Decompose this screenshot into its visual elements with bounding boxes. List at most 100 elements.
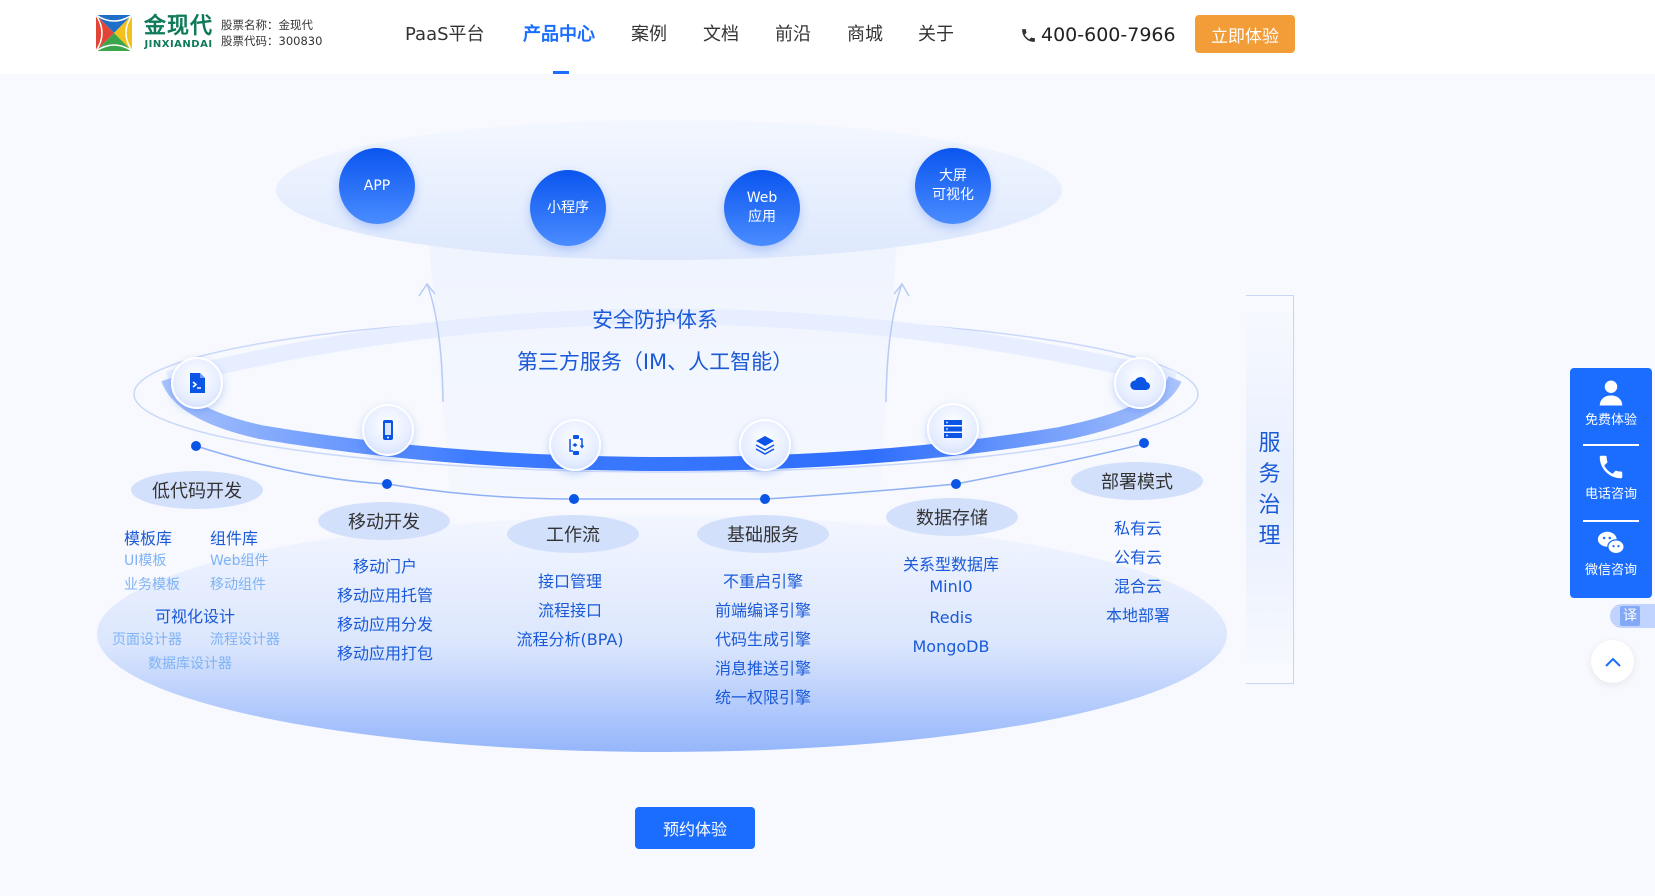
channel-mini-program[interactable]: 小程序 [530,170,606,246]
nav-cases[interactable]: 案例 [631,24,667,45]
list-item[interactable]: 前端编译引擎 [714,601,811,620]
list-item[interactable]: 混合云 [1113,577,1162,596]
page-designer[interactable]: 页面设计器 [112,632,182,648]
list-item[interactable]: 消息推送引擎 [714,659,811,678]
phone-number: 400-600-7966 [1041,24,1176,46]
layers-icon [755,436,775,455]
connector-dot [951,479,961,489]
list-item[interactable]: MongoDB [912,637,990,656]
governance-char: 理 [1258,523,1281,549]
brand-cn: 金现代 [144,14,214,39]
logo[interactable]: 金现代 JINXIANDAI 股票名称：金现代 股票代码：300830 [94,13,322,53]
channel-big-screen-line1: 大屏 [939,168,967,184]
module-base-service[interactable]: 基础服务 [697,515,829,553]
phone-consult-label: 电话咨询 [1584,487,1637,502]
nav-mall[interactable]: 商城 [847,24,883,45]
phone-icon [1599,455,1623,479]
phone-consult-button[interactable]: 电话咨询 [1570,452,1652,503]
template-lib[interactable]: 模板库 [124,529,173,548]
component-lib[interactable]: 组件库 [210,529,259,548]
list-item[interactable]: 私有云 [1113,519,1162,538]
module-deploy[interactable]: 部署模式 [1071,462,1203,500]
module-storage[interactable]: 数据存储 [886,498,1018,536]
channel-web[interactable]: Web 应用 [724,170,800,246]
cloud-icon [1130,376,1151,391]
try-now-button[interactable]: 立即体验 [1195,15,1295,53]
translate-label: 译 [1620,606,1640,626]
list-item[interactable]: 流程接口 [537,601,602,620]
translate-button[interactable]: 译 [1610,604,1655,628]
sidebar-divider [1583,520,1639,522]
logo-mark-icon [95,14,133,52]
list-item[interactable]: 移动门户 [352,557,417,576]
ring-back [166,308,1177,387]
list-item[interactable]: 关系型数据库 [902,555,999,574]
chevron-up-icon [1604,657,1621,667]
nav-frontier[interactable]: 前沿 [775,24,811,45]
wechat-consult-button[interactable]: 微信咨询 [1570,528,1652,579]
list-item[interactable]: 公有云 [1113,548,1162,567]
db-designer[interactable]: 数据库设计器 [148,656,232,672]
base-service-items: 不重启引擎 前端编译引擎 代码生成引擎 消息推送引擎 统一权限引擎 [698,568,828,713]
free-trial-button[interactable]: 免费体验 [1570,378,1652,429]
web-component[interactable]: Web组件 [210,553,269,569]
third-party-services-label: 第三方服务（IM、人工智能） [516,350,794,374]
channel-web-line1: Web [746,190,778,206]
connector-dot [191,441,201,451]
channel-mini-program-label: 小程序 [547,199,589,216]
connector-dot [760,494,770,504]
list-item[interactable]: 统一权限引擎 [714,688,811,707]
list-item[interactable]: MinI0 [929,577,973,596]
arrow-left-head [418,282,436,297]
list-item[interactable]: Redis [929,608,973,627]
nav-about[interactable]: 关于 [918,24,954,45]
channel-web-line2: 应用 [748,209,776,225]
nav-active-indicator [553,71,569,74]
nav-paas[interactable]: PaaS平台 [405,24,485,45]
arrow-right-line [885,283,903,403]
flow-designer[interactable]: 流程设计器 [210,632,280,648]
free-trial-label: 免费体验 [1584,413,1637,428]
phone-icon [1022,28,1035,42]
nav-products[interactable]: 产品中心 [523,24,595,45]
list-item[interactable]: 代码生成引擎 [714,630,811,649]
security-system-label: 安全防护体系 [592,308,718,332]
storage-items: 关系型数据库 MinI0 Redis MongoDB [886,551,1016,666]
brand-name: 金现代 JINXIANDAI [144,15,213,51]
channel-app[interactable]: APP [339,148,415,224]
nav-docs[interactable]: 文档 [703,24,739,45]
module-workflow[interactable]: 工作流 [507,515,639,553]
list-item[interactable]: 流程分析(BPA) [516,630,624,649]
list-item[interactable]: 本地部署 [1105,606,1170,625]
list-item[interactable]: 移动应用托管 [336,586,433,605]
governance-char: 务 [1258,461,1281,487]
module-mobile[interactable]: 移动开发 [318,502,450,540]
mobile-component[interactable]: 移动组件 [210,577,266,593]
module-lowcode[interactable]: 低代码开发 [131,471,263,509]
book-demo-button[interactable]: 预约体验 [635,807,755,849]
list-item[interactable]: 接口管理 [537,572,602,591]
mobile-bubble [362,404,414,456]
visual-design[interactable]: 可视化设计 [155,607,236,626]
wechat-icon [1597,531,1625,555]
connector-dot [1139,438,1149,448]
ring-front [161,375,1182,472]
ui-template[interactable]: UI模板 [124,553,167,569]
sidebar-divider [1583,444,1639,446]
channel-big-screen-line2: 可视化 [932,187,974,203]
stock-name: 股票名称：金现代 [221,18,314,32]
user-icon [1599,380,1623,406]
stock-info: 股票名称：金现代 股票代码：300830 [221,17,322,49]
storage-bubble [927,403,979,455]
list-item[interactable]: 移动应用分发 [336,615,433,634]
biz-template[interactable]: 业务模板 [124,577,180,593]
workflow-bubble [549,419,601,471]
top-header: 金现代 JINXIANDAI 股票名称：金现代 股票代码：300830 PaaS… [0,0,1655,74]
phone-contact[interactable]: 400-600-7966 [1020,21,1176,49]
list-item[interactable]: 移动应用打包 [336,644,433,663]
scroll-to-top-button[interactable] [1591,640,1634,683]
wechat-consult-label: 微信咨询 [1584,563,1637,578]
channel-big-screen[interactable]: 大屏可视化 [915,148,991,224]
list-item[interactable]: 不重启引擎 [722,572,803,591]
architecture-section: APP 小程序 Web 应用 大屏可视化 安全防护体系 第三方服务（IM、人工智能… [0,74,1655,896]
